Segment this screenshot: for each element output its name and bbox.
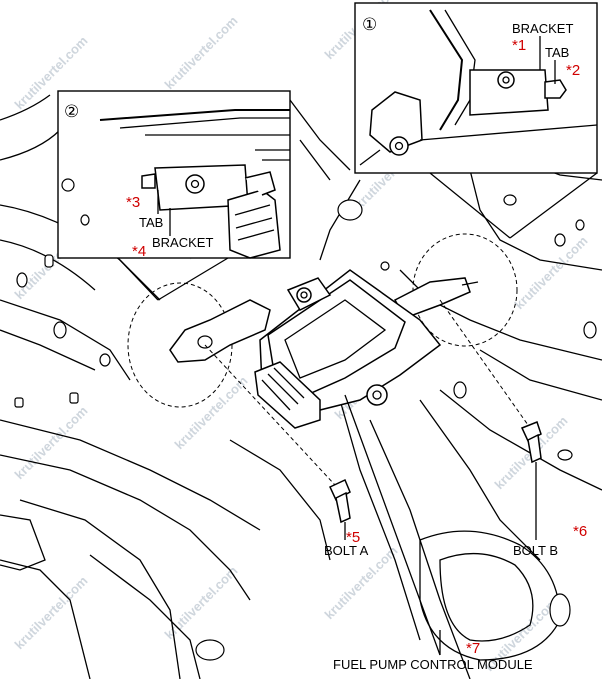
underbody-structure <box>0 94 602 680</box>
callout-4: *4 <box>132 243 146 260</box>
module-label: FUEL PUMP CONTROL MODULE <box>333 657 533 672</box>
bolt-a <box>204 344 351 540</box>
callout-5: *5 <box>346 529 360 546</box>
watermark-text: krutilvertel.com <box>12 403 91 482</box>
watermark-text: krutilvertel.com <box>12 573 91 652</box>
inset-2-bracket-label: BRACKET <box>152 235 213 250</box>
left-bracket <box>169 299 271 363</box>
inset-2-tab-label: TAB <box>139 215 163 230</box>
callout-3: *3 <box>126 194 140 211</box>
underbody-holes <box>14 194 597 661</box>
callout-6: *6 <box>573 523 587 540</box>
bolt-a-label: BOLT A <box>324 543 369 558</box>
callout-7: *7 <box>466 640 480 657</box>
inset-1-bracket-label: BRACKET <box>512 21 573 36</box>
inset-2: ② <box>57 90 291 301</box>
inset-1-tab-label: TAB <box>545 45 569 60</box>
inset-2-number: ② <box>64 102 79 121</box>
watermark-text: krutilvertel.com <box>172 373 251 452</box>
detail-circle-left <box>127 282 233 408</box>
watermark-text: krutilvertel.com <box>512 233 591 312</box>
callout-2: *2 <box>566 62 580 79</box>
fuel-pump-control-module <box>254 269 442 429</box>
module-leader <box>344 394 441 656</box>
bolt-b-label: BOLT B <box>513 543 558 558</box>
inset-1: ① <box>354 2 598 239</box>
callout-1: *1 <box>512 37 526 54</box>
bolt-b <box>439 299 542 540</box>
watermark-text: krutilvertel.com <box>162 13 241 92</box>
inset-1-number: ① <box>362 15 377 34</box>
